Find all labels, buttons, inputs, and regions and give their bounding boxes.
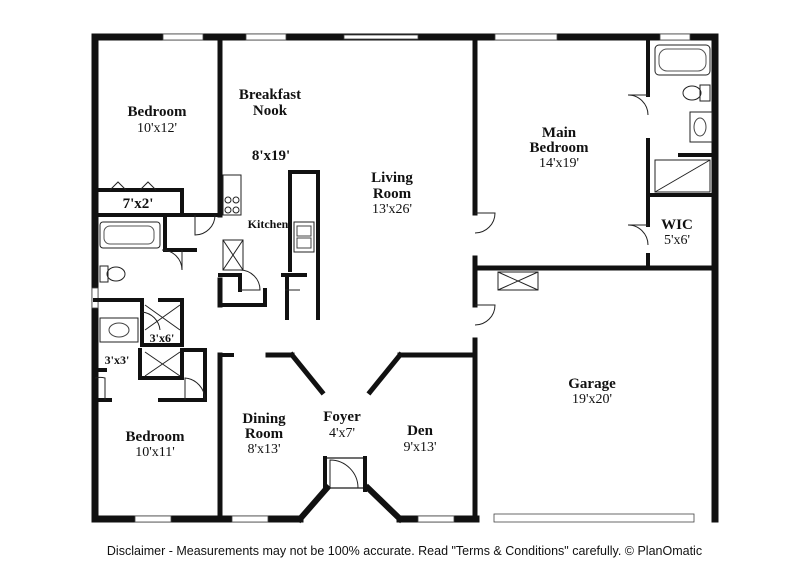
bedroom-top-name: Bedroom [128,104,187,120]
closet-3x3-dim: 3'x3' [105,353,130,367]
living-name-2: Room [373,186,412,202]
living-dim: 13'x26' [372,202,412,217]
bedroom-bottom-dim: 10'x11' [135,445,175,460]
closet-3x6-dim: 3'x6' [150,331,175,345]
dining-dim: 8'x13' [247,442,280,457]
garage-dim: 19'x20' [572,392,612,407]
closet-7x2-dim: 7'x2' [123,196,154,212]
main-bedroom-name-1: Main [542,125,577,141]
bedroom-bottom-name: Bedroom [126,429,185,445]
breakfast-name-2: Nook [253,103,288,119]
kitchen-name: Kitchen [248,217,289,231]
garage-name: Garage [568,376,616,392]
fixtures [99,44,713,377]
dining-name-1: Dining [242,411,286,427]
breakfast-dim: 8'x19' [252,148,290,164]
den-dim: 9'x13' [403,440,436,455]
room-labels: Bedroom 10'x12' Breakfast Nook 8'x19' Li… [105,87,693,460]
foyer-name: Foyer [323,409,361,425]
foyer-dim: 4'x7' [329,426,355,441]
main-bedroom-dim: 14'x19' [539,156,579,171]
living-name-1: Living [371,170,413,186]
wic-name: WIC [661,217,693,233]
interior-walls [93,34,718,522]
disclaimer-text: Disclaimer - Measurements may not be 100… [106,544,703,558]
bedroom-top-dim: 10'x12' [137,121,177,136]
windows [91,33,695,523]
wic-dim: 5'x6' [664,233,690,248]
den-name: Den [407,423,433,439]
dining-name-2: Room [245,426,284,442]
garage-door [493,513,695,523]
main-bedroom-name-2: Bedroom [530,140,589,156]
breakfast-name-1: Breakfast [239,87,301,103]
